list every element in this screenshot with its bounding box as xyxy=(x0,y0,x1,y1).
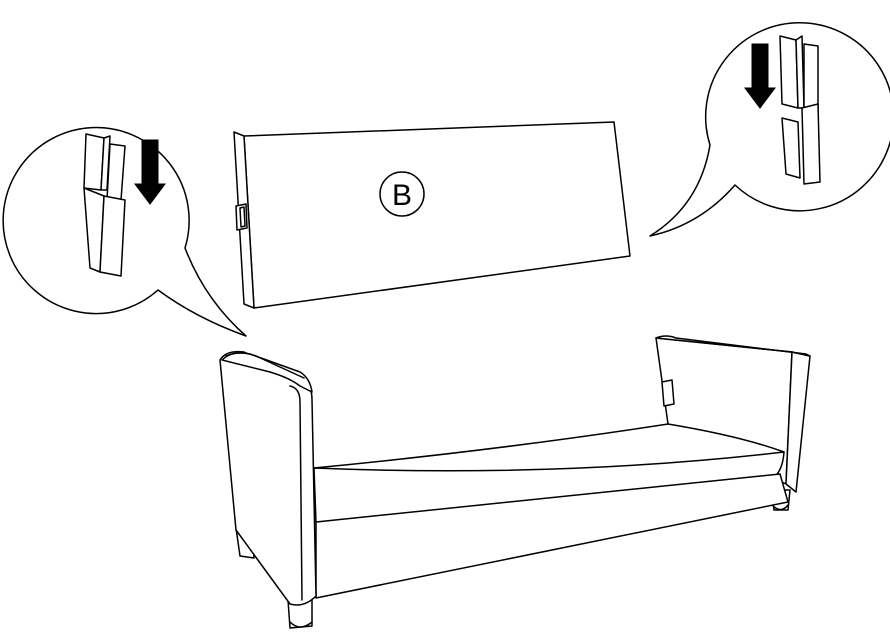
right-armrest-top xyxy=(655,335,811,357)
left-armrest-top-piping xyxy=(225,352,305,379)
left-down-arrow-icon xyxy=(134,139,166,205)
sofa-base xyxy=(219,335,811,629)
seat-top-cushion xyxy=(313,423,785,472)
left-callout-bubble xyxy=(2,126,247,337)
left-armrest-front-edge xyxy=(289,385,303,601)
sofa-leg-back-right-cap xyxy=(771,504,789,511)
part-label-text: B xyxy=(392,179,412,212)
right-down-arrow-icon xyxy=(744,43,776,109)
sofa-leg-front-left-cap xyxy=(289,621,313,628)
left-detail-callout xyxy=(2,126,247,337)
backrest-panel: B xyxy=(233,121,631,309)
backrest-front-face xyxy=(243,121,631,309)
part-label-circle xyxy=(379,171,425,217)
backrest-bracket-tab xyxy=(239,206,246,228)
right-detail-callout xyxy=(649,22,890,237)
right-callout-bubble xyxy=(649,22,890,237)
left-bracket-detail xyxy=(83,133,126,277)
right-armrest-bracket xyxy=(661,379,675,407)
right-bracket-detail xyxy=(779,35,821,185)
